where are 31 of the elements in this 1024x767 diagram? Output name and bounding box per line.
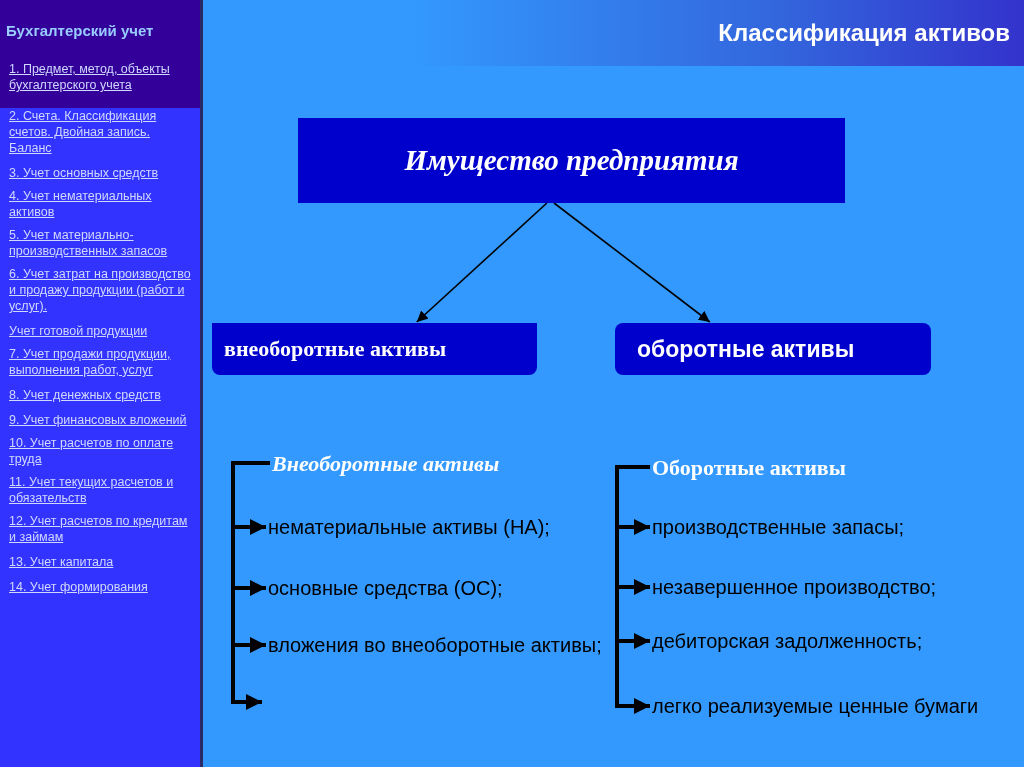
list-item: основные средства (ОС); bbox=[268, 575, 503, 601]
nav-link: 13. Учет капитала bbox=[9, 554, 114, 570]
list-item: легко реализуемые ценные бумаги bbox=[652, 693, 1014, 719]
nav-link: 12. Учет расчетов по кредитам и займам bbox=[9, 513, 189, 545]
nav-link: 2. Счета. Классификация счетов. Двойная запись. Баланс bbox=[9, 108, 158, 156]
nav-link: 11. Учет текущих расчетов и обязательств bbox=[9, 474, 175, 506]
nav-link: 14. Учет формирования bbox=[9, 579, 148, 595]
nav-link: 4. Учет нематериальных активов bbox=[9, 188, 153, 220]
slide-title: Классификация активов bbox=[718, 19, 1010, 47]
nav-link: 9. Учет финансовых вложений bbox=[9, 412, 187, 428]
category-box: оборотные активы bbox=[615, 323, 931, 375]
sidebar-title: Бухгалтерский учет bbox=[6, 22, 154, 39]
arrow bbox=[415, 202, 548, 323]
nav-link: Учет готовой продукции bbox=[9, 323, 148, 339]
list-item: дебиторская задолженность; bbox=[652, 628, 923, 654]
nav-link: 8. Учет денежных средств bbox=[9, 387, 161, 403]
category-box: внеоборотные активы bbox=[212, 323, 537, 375]
list-item: незавершенное производство; bbox=[652, 574, 937, 600]
nav-link: 5. Учет материально-производственных запасов bbox=[9, 227, 169, 259]
list-item: вложения во внеоборотные активы; bbox=[268, 632, 606, 658]
nav-link: 6. Учет затрат на производство и продажу продукции (работ и услуг). bbox=[9, 266, 192, 314]
arrow bbox=[553, 202, 711, 323]
list-item: производственные запасы; bbox=[652, 514, 905, 540]
nav-link: 10. Учет расчетов по оплате труда bbox=[9, 435, 175, 467]
list-heading: Внеоборотные активы bbox=[272, 451, 500, 477]
nav-link: 3. Учет основных средств bbox=[9, 165, 159, 181]
nav-link: 7. Учет продажи продукции, выполнения работ, услуг bbox=[9, 346, 172, 378]
category-box: Имущество предприятия bbox=[298, 118, 845, 203]
list-heading: Оборотные активы bbox=[652, 455, 846, 481]
list-item: нематериальные активы (НА); bbox=[268, 514, 606, 540]
nav-link: 1. Предмет, метод, объекты бухгалтерского учета bbox=[9, 61, 171, 93]
